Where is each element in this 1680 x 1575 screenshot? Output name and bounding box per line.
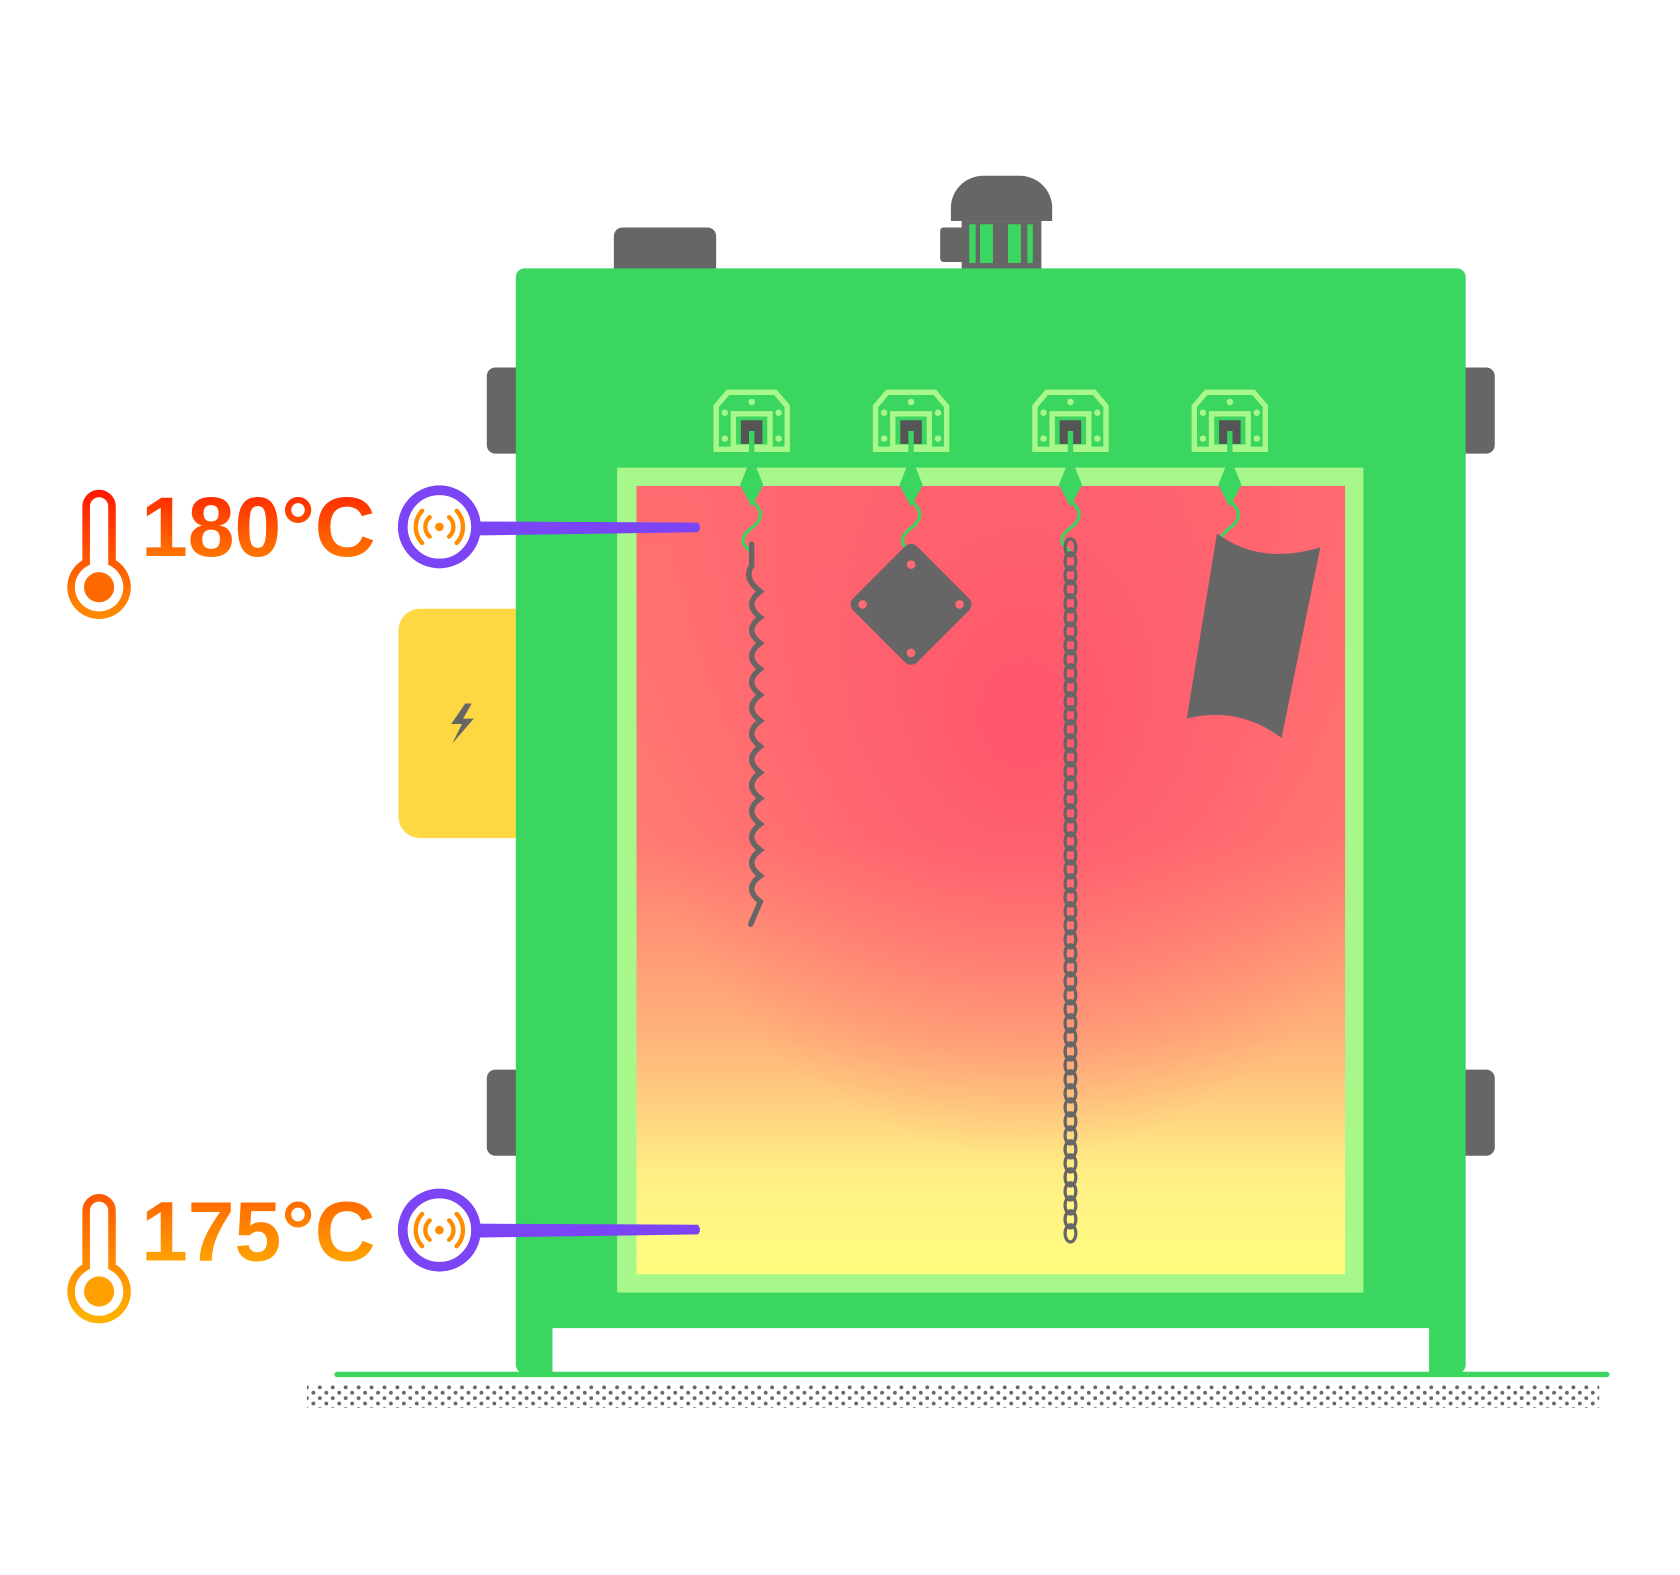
chain-link [1063, 635, 1078, 656]
chain-link [1063, 1055, 1078, 1076]
chain-link [1063, 957, 1078, 978]
chain-link [1063, 565, 1078, 586]
diamond-plate-part [850, 544, 972, 665]
hanger-bracket [1032, 389, 1109, 554]
chain-link [1063, 1083, 1078, 1104]
chain-link [1063, 761, 1078, 782]
chain-link [1063, 691, 1078, 712]
chain-link [1063, 1195, 1078, 1216]
chain-link [1063, 943, 1078, 964]
chain-link [1063, 1069, 1078, 1090]
chain-link [1063, 789, 1078, 810]
chain-link [1063, 663, 1078, 684]
chain-link [1063, 845, 1078, 866]
thermometer-icon [67, 1194, 131, 1324]
chain-link [1063, 1153, 1078, 1174]
sensor-bottom [397, 1188, 700, 1272]
power-box [398, 608, 539, 839]
hangers [713, 389, 1269, 554]
chain-link [1063, 803, 1078, 824]
sensor-top [397, 485, 700, 569]
hanger-bracket [713, 389, 790, 554]
vent-block [613, 227, 717, 276]
chain-link [1063, 1041, 1078, 1062]
chain-link [1063, 971, 1078, 992]
chain-link [1063, 1223, 1078, 1244]
chain-link [1063, 1167, 1078, 1188]
chain-link [1063, 593, 1078, 614]
chain-link [1063, 719, 1078, 740]
chain-link [1063, 929, 1078, 950]
chain-link [1063, 873, 1078, 894]
sheet-part [1186, 533, 1321, 738]
hanger-bracket [872, 389, 950, 554]
chain-link [1063, 705, 1078, 726]
chain-link [1063, 537, 1078, 558]
chain-link [1063, 915, 1078, 936]
chain-link [1063, 621, 1078, 642]
chain-link [1063, 1181, 1078, 1202]
chain-link [1063, 999, 1078, 1020]
chain-link [1063, 649, 1078, 670]
chain-link [1063, 985, 1078, 1006]
chain-link [1063, 1139, 1078, 1160]
lightning-bolt-icon [451, 703, 474, 744]
spring-part [746, 541, 765, 927]
chain-link [1063, 859, 1078, 880]
fan-motor [940, 175, 1053, 270]
chain-link [1063, 1125, 1078, 1146]
chain-link [1063, 1013, 1078, 1034]
chain-link [1063, 607, 1078, 628]
floor-texture [306, 1384, 1600, 1408]
chain-link [1063, 831, 1078, 852]
chain-link [1063, 887, 1078, 908]
chain-link [1063, 775, 1078, 796]
chain-link [1063, 747, 1078, 768]
hanger-bracket [1191, 389, 1269, 554]
chain-link [1063, 1027, 1078, 1048]
chain-link [1063, 1209, 1078, 1230]
chain-link [1063, 579, 1078, 600]
chain-link [1063, 1111, 1078, 1132]
chain-link [1063, 1097, 1078, 1118]
temperature-reading-bottom: 175°C [141, 1184, 375, 1278]
chain-link [1063, 817, 1078, 838]
sensor-signal-icon [413, 1211, 466, 1249]
oven-base-opening [552, 1328, 1430, 1377]
chain-link [1063, 551, 1078, 572]
thermometer-icon [67, 489, 131, 620]
chain-link [1063, 733, 1078, 754]
sensor-signal-icon [413, 508, 466, 546]
chain-link [1063, 677, 1078, 698]
chain-part [1063, 537, 1078, 1244]
chain-link [1063, 901, 1078, 922]
temperature-reading-top: 180°C [141, 480, 375, 574]
